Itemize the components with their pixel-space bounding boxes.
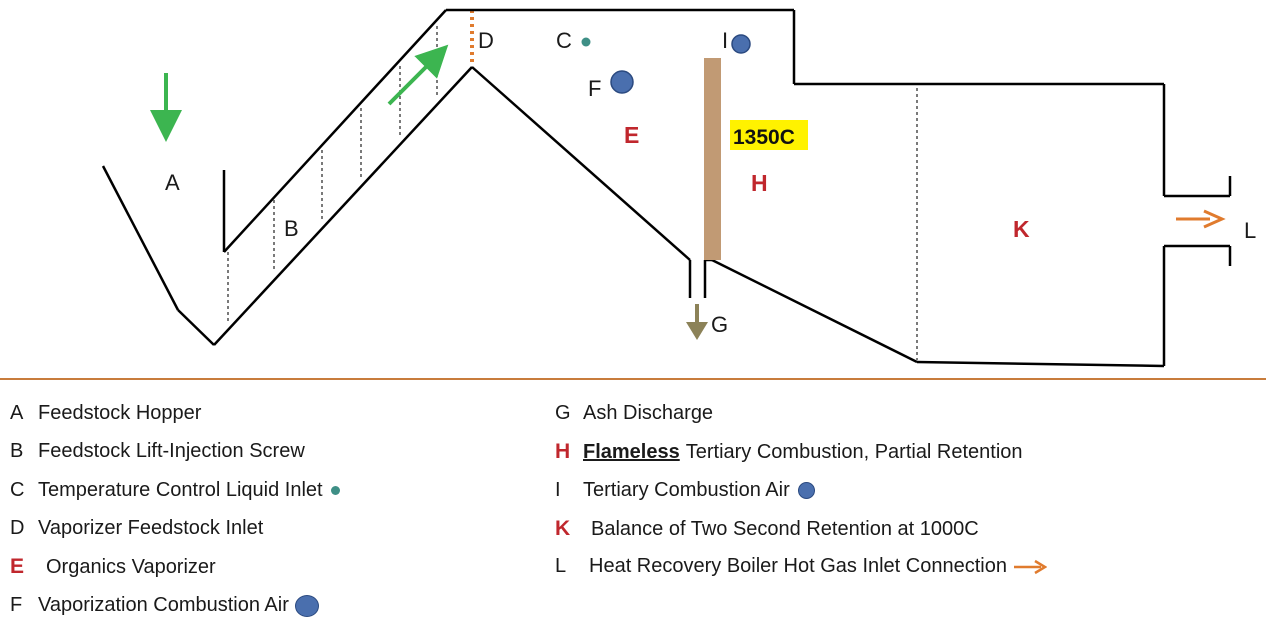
legend-item-c: C Temperature Control Liquid Inlet <box>10 479 340 502</box>
tertiary-air-dot <box>731 34 751 54</box>
tertiary-air-dot-icon <box>797 482 815 499</box>
temperature-label: 1350C <box>733 126 795 149</box>
legend-item-g: G Ash Discharge <box>555 402 714 424</box>
label-b: B <box>284 216 299 241</box>
legend-item-k: K Balance of Two Second Retention at 100… <box>555 517 979 540</box>
label-g: G <box>711 312 728 337</box>
legend-item-b: B Feedstock Lift-Injection Screw <box>10 440 305 462</box>
legend-item-l: L Heat Recovery Boiler Hot Gas Inlet Con… <box>555 555 1047 578</box>
vaporization-air-dot-icon <box>294 594 319 617</box>
legend-item-f: F Vaporization Combustion Air <box>10 594 319 617</box>
process-diagram: 1350C A B C D E F G H I K L <box>0 8 1266 380</box>
label-i: I <box>722 28 728 53</box>
label-k: K <box>1013 216 1030 242</box>
ash-discharge-arrow <box>686 304 708 340</box>
feed-lift-arrow <box>387 44 449 106</box>
label-h: H <box>751 170 768 196</box>
legend-item-a: A Feedstock Hopper <box>10 402 202 424</box>
combustion-chamber <box>446 8 1232 368</box>
legend-item-i: I Tertiary Combustion Air <box>555 479 815 502</box>
label-a: A <box>165 170 180 195</box>
legend: A Feedstock Hopper B Feedstock Lift-Inje… <box>0 396 1266 628</box>
label-c: C <box>556 28 572 53</box>
feedstock-hopper <box>101 165 226 346</box>
flameless-emphasis: Flameless <box>583 440 680 463</box>
orange-arrow-icon <box>1013 559 1047 574</box>
temperature-highlight <box>730 120 808 150</box>
label-f: F <box>588 76 601 101</box>
lift-injection-screw <box>213 9 473 346</box>
label-e: E <box>624 122 639 148</box>
label-l: L <box>1244 218 1256 243</box>
legend-item-d: D Vaporizer Feedstock Inlet <box>10 517 264 539</box>
liquid-inlet-dot-icon <box>330 486 340 495</box>
liquid-inlet-dot <box>581 37 591 47</box>
tertiary-baffle <box>704 58 721 260</box>
legend-item-h: H Flameless Tertiary Combustion, Partial… <box>555 440 1023 463</box>
label-d: D <box>478 28 494 53</box>
legend-item-e: E Organics Vaporizer <box>10 555 216 578</box>
hot-gas-outlet-arrow <box>1176 209 1226 229</box>
vaporization-air-dot <box>610 70 634 94</box>
